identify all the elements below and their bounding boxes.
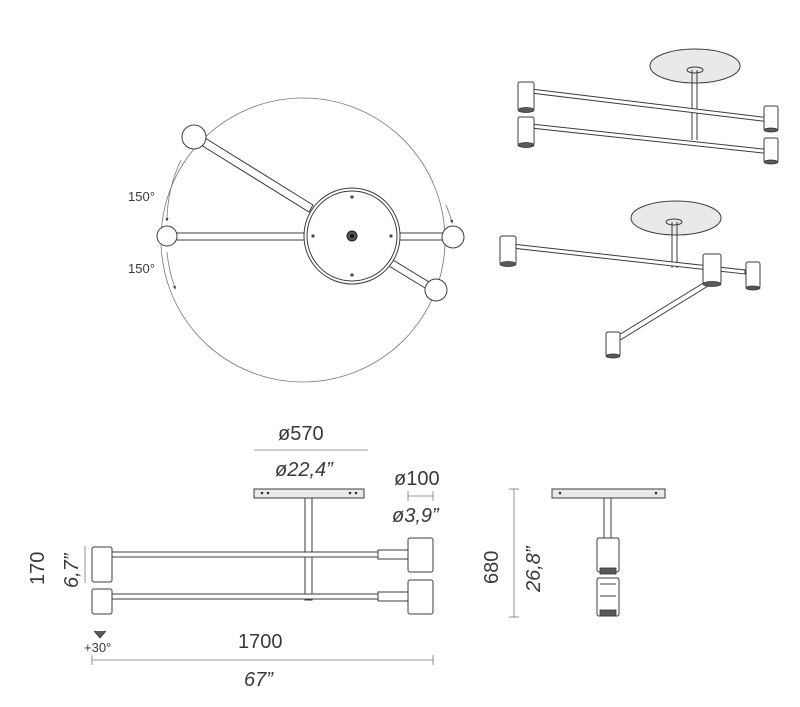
dim-height-mm: 170 — [27, 552, 49, 585]
tilt-indicator — [93, 630, 107, 639]
perspective-spot-1b — [517, 116, 535, 146]
spot-head-right — [441, 225, 465, 249]
perspective-spot-1a — [517, 81, 535, 111]
front-arm-upper — [107, 551, 415, 558]
dim-head-diameter-mm: ø100 — [394, 468, 440, 490]
perspective-spot-2c — [745, 261, 761, 289]
side-stem — [603, 497, 612, 539]
front-spot-left-upper — [91, 546, 113, 583]
perspective-spot-1d — [763, 137, 779, 163]
dim-side-height-in: 26,8” — [523, 545, 545, 593]
rotation-arrow-lower — [166, 251, 176, 290]
dim-tilt: +30° — [84, 640, 111, 655]
spot-head-left — [156, 225, 178, 247]
angle-label-upper: 150° — [128, 189, 155, 204]
perspective-spot-2a — [499, 235, 517, 265]
top-view: 150° 150° — [128, 97, 465, 383]
front-arm-lower — [107, 593, 415, 600]
front-spot-right-lower — [407, 579, 434, 615]
side-canopy — [551, 488, 666, 499]
front-canopy — [253, 488, 365, 499]
rotation-arrow-right — [445, 204, 453, 224]
rotation-arrow-upper — [165, 159, 182, 222]
dim-head-diameter-in: ø3,9” — [392, 505, 440, 527]
dim-canopy-diameter-in: ø22,4” — [275, 459, 334, 481]
front-spot-left-lower — [91, 588, 113, 615]
dim-width-in: 67” — [244, 669, 274, 691]
front-elevation: ø570 ø22,4” ø100 ø3,9” 170 6,7” +30° 170… — [27, 423, 440, 691]
front-spot-right-upper — [407, 537, 434, 573]
perspective-canopy-2 — [630, 200, 722, 236]
perspective-spot-2b — [702, 253, 722, 285]
dim-side-height-mm: 680 — [481, 551, 503, 584]
dim-canopy-diameter-mm: ø570 — [278, 423, 324, 445]
spot-head-upper-left — [181, 124, 207, 150]
dim-height-in: 6,7” — [61, 552, 83, 588]
perspective-canopy-1 — [649, 48, 741, 84]
perspective-view-rotated — [499, 200, 761, 359]
spot-head-lower-right — [424, 278, 448, 302]
side-spot-upper — [596, 537, 620, 573]
front-stem — [304, 497, 313, 601]
perspective-spot-1c — [763, 105, 779, 131]
side-elevation: 680 26,8” — [481, 488, 666, 618]
dim-width-mm: 1700 — [238, 631, 283, 653]
perspective-spot-2d — [605, 331, 621, 357]
perspective-view-parallel — [517, 48, 779, 165]
angle-label-lower: 150° — [128, 261, 155, 276]
